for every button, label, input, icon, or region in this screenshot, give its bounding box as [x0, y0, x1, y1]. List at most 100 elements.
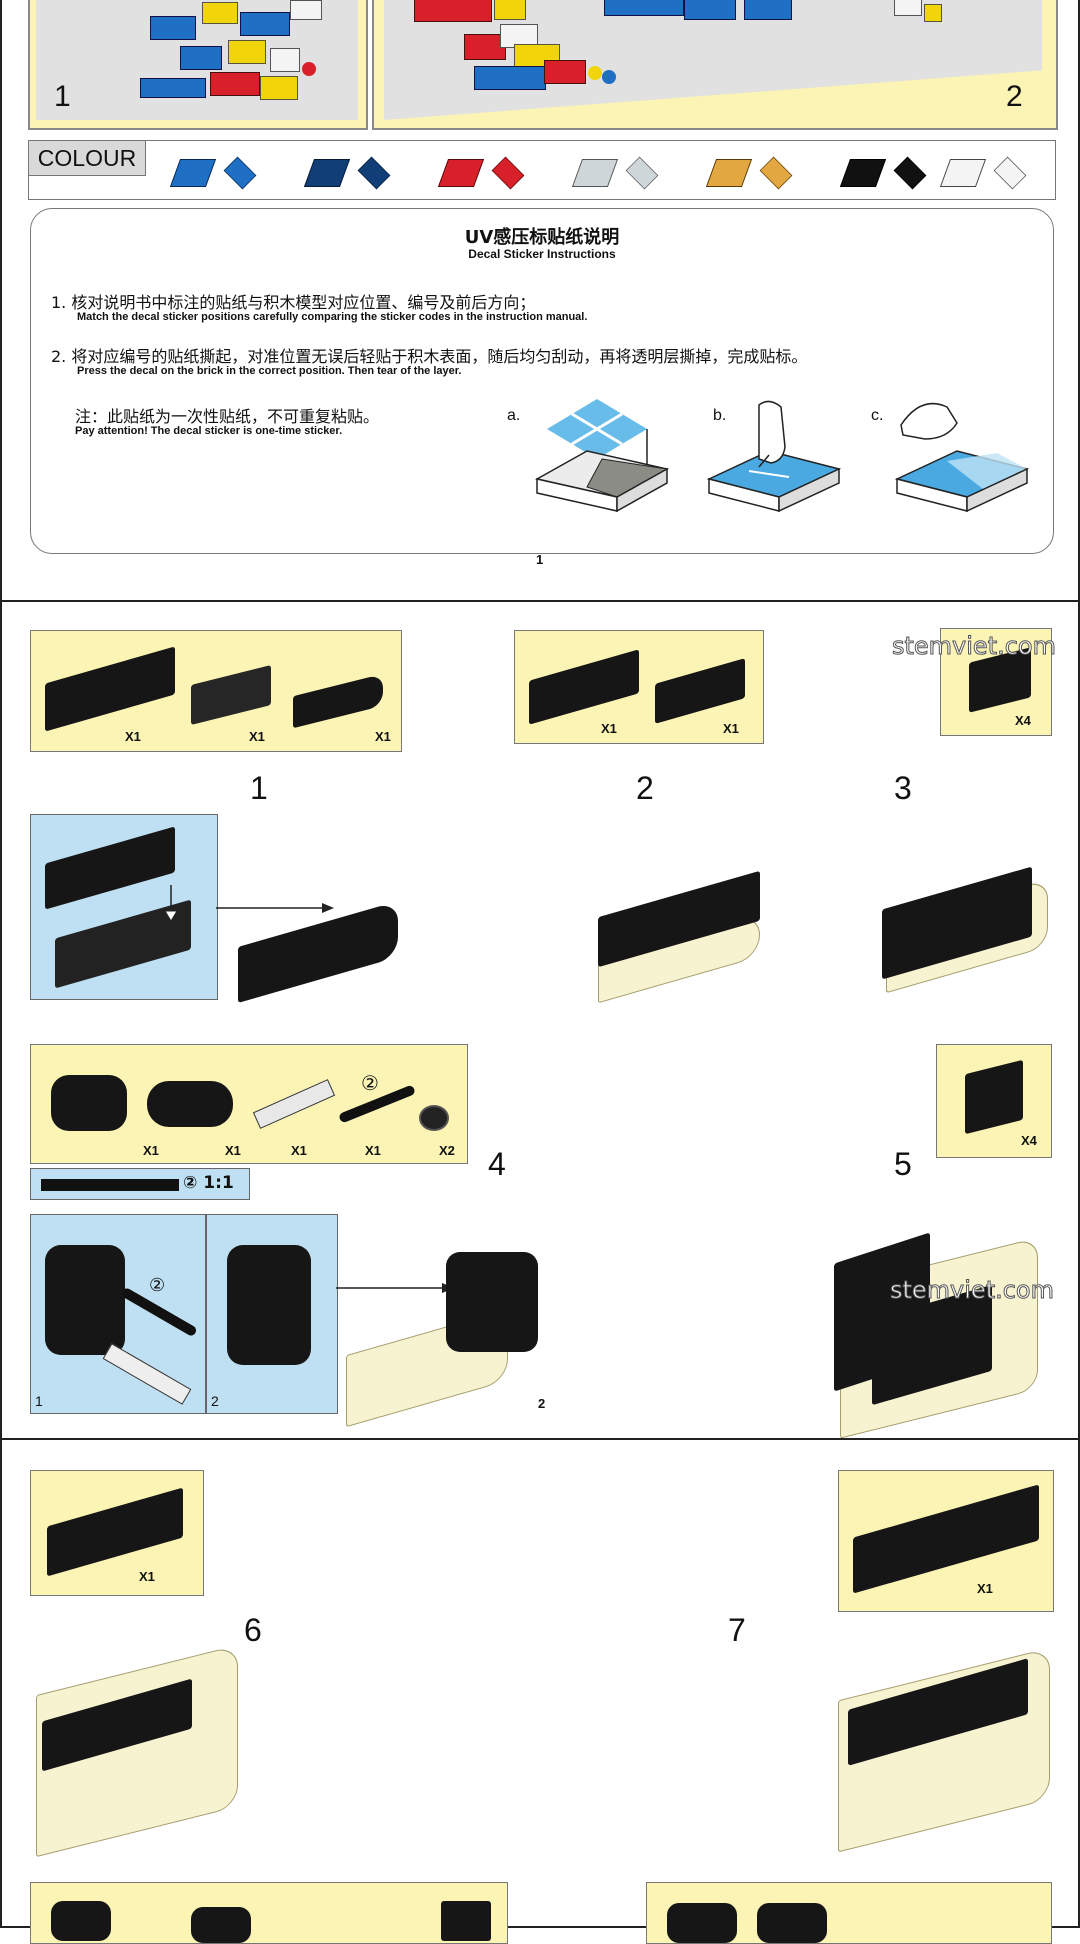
step1-number: 1 — [250, 770, 268, 806]
step4-scale-bar — [41, 1179, 179, 1191]
scene-panel-right: 2 — [372, 0, 1058, 130]
decal-step2-cn: 2. 将对应编号的贴纸撕起，对准位置无误后轻贴于积木表面，随后均匀刮动，再将透明… — [51, 347, 808, 366]
step1-part-plate-2x2 — [191, 665, 271, 725]
page-two-number: 2 — [538, 1396, 546, 1411]
step5-qty: X4 — [1021, 1133, 1037, 1148]
step2-qty-1: X1 — [601, 721, 617, 736]
step1-part-plate-2x4 — [45, 646, 175, 732]
page-two: X1 X1 X1 X1 X1 X4 stemviet.com 1 2 3 ② X… — [0, 600, 1080, 1440]
step4-qty-3: X1 — [291, 1143, 307, 1158]
decal-label-c: c. — [871, 407, 884, 424]
step4-scale-box: ② 1:1 — [30, 1168, 250, 1200]
step4-part-axle-grey — [252, 1079, 336, 1129]
step4-qty-2: X1 — [225, 1143, 241, 1158]
decal-illustration-c — [894, 402, 1030, 513]
step4-qty-1: X1 — [143, 1143, 159, 1158]
step4-part-hinge-1 — [51, 1075, 127, 1131]
step4-circle-label: ② — [361, 1071, 379, 1095]
decal-label-a: a. — [507, 407, 521, 424]
decal-label-b: b. — [713, 407, 727, 424]
step4-sub1-axle-grey — [102, 1343, 192, 1405]
step4-sub2-number: 2 — [211, 1393, 219, 1409]
step7-number: 7 — [728, 1612, 746, 1648]
step4-part-hinge-2 — [147, 1081, 233, 1127]
step4-part-bush — [419, 1105, 449, 1131]
step4-sub1-hinge — [45, 1245, 125, 1355]
scene-right-number: 2 — [1006, 80, 1023, 113]
page-one: 1 2 COLOUR — [0, 0, 1080, 602]
step4-subassembly-2: 2 — [206, 1214, 338, 1414]
step1-sub-arrow — [164, 885, 178, 922]
decal-illustration-a — [534, 399, 670, 513]
next-parts-box-right — [646, 1882, 1052, 1944]
step7-part-plate-2x6 — [853, 1484, 1039, 1594]
watermark-middle: stemviet.com — [890, 1276, 1055, 1305]
step1-flow-arrow — [216, 903, 334, 913]
swatch-blue — [169, 155, 263, 190]
swatch-black — [839, 155, 933, 190]
step2-part-plate-2x2 — [655, 658, 745, 724]
step4-sub1-circle: ② — [149, 1275, 166, 1296]
next-part-5 — [757, 1903, 827, 1943]
step4-flow-arrow — [336, 1283, 454, 1293]
decal-step1-cn: 1. 核对说明书中标注的贴纸与积木模型对应位置、编号及前后方向； — [51, 293, 536, 312]
swatch-light-grey — [571, 155, 665, 190]
watermark-top: stemviet.com — [892, 632, 1057, 661]
step5-number: 5 — [894, 1146, 912, 1182]
step1-qty-3: X1 — [375, 729, 391, 744]
step1-part-slope — [293, 673, 383, 729]
page-three: X1 X1 6 7 — [0, 1438, 1080, 1944]
step2-number: 2 — [636, 770, 654, 806]
step4-parts-box: ② X1 X1 X1 X1 X2 — [30, 1044, 468, 1164]
decal-illustration-b — [706, 400, 842, 513]
colour-bar: COLOUR — [28, 140, 1056, 200]
step1-parts-box: X1 X1 X1 — [30, 630, 402, 752]
swatch-dark-blue — [303, 155, 397, 190]
next-part-1 — [51, 1901, 111, 1941]
step4-result-hinge — [446, 1252, 538, 1352]
colour-swatches — [169, 149, 1033, 193]
step6-qty: X1 — [139, 1569, 155, 1584]
step7-qty: X1 — [977, 1581, 993, 1596]
step4-qty-5: X2 — [439, 1143, 455, 1158]
step4-number: 4 — [488, 1146, 506, 1182]
step2-parts-box: X1 X1 — [514, 630, 764, 744]
step1-subassembly-box — [30, 814, 218, 1000]
step3-qty: X4 — [1015, 713, 1031, 728]
next-part-4 — [667, 1903, 737, 1943]
step3-number: 3 — [894, 770, 912, 806]
step7-parts-box: X1 — [838, 1470, 1054, 1612]
scene-left-number: 1 — [54, 80, 71, 113]
swatch-white — [939, 155, 1033, 190]
brick-pile-left — [140, 0, 340, 114]
decal-title-cn: UV感压标贴纸说明 — [464, 227, 620, 248]
step2-qty-2: X1 — [723, 721, 739, 736]
decal-title-en: Decal Sticker Instructions — [468, 247, 616, 261]
step6-parts-box: X1 — [30, 1470, 204, 1596]
step1-qty-1: X1 — [125, 729, 141, 744]
step4-sub1-number: 1 — [35, 1393, 43, 1409]
next-parts-box-left — [30, 1882, 508, 1944]
scene-panel-left: 1 — [28, 0, 368, 130]
next-part-3 — [441, 1901, 491, 1941]
step4-qty-4: X1 — [365, 1143, 381, 1158]
swatch-tan — [705, 155, 799, 190]
page-one-number: 1 — [536, 552, 544, 567]
decal-step2-en: Press the decal on the brick in the corr… — [77, 365, 462, 377]
decal-instructions-box: UV感压标贴纸说明 Decal Sticker Instructions 1. … — [30, 208, 1054, 554]
decal-note-cn: 注：此贴纸为一次性贴纸，不可重复粘贴。 — [75, 407, 380, 426]
swatch-red — [437, 155, 531, 190]
step4-subassembly-1: ② 1 — [30, 1214, 206, 1414]
step5-part-bracket — [965, 1059, 1023, 1135]
step2-part-plate-2x3 — [529, 649, 639, 725]
step4-scale-label: ② 1:1 — [183, 1173, 234, 1193]
step3-parts-box: X4 — [940, 628, 1052, 736]
decal-step1-en: Match the decal sticker positions carefu… — [77, 311, 588, 323]
step6-part-plate-2x4 — [47, 1487, 183, 1577]
step1-qty-2: X1 — [249, 729, 265, 744]
next-part-2 — [191, 1907, 251, 1943]
step6-number: 6 — [244, 1612, 262, 1648]
brick-pile-right — [404, 0, 1004, 116]
decal-note-en: Pay attention! The decal sticker is one-… — [75, 425, 343, 437]
step4-sub2-hinge — [227, 1245, 311, 1365]
